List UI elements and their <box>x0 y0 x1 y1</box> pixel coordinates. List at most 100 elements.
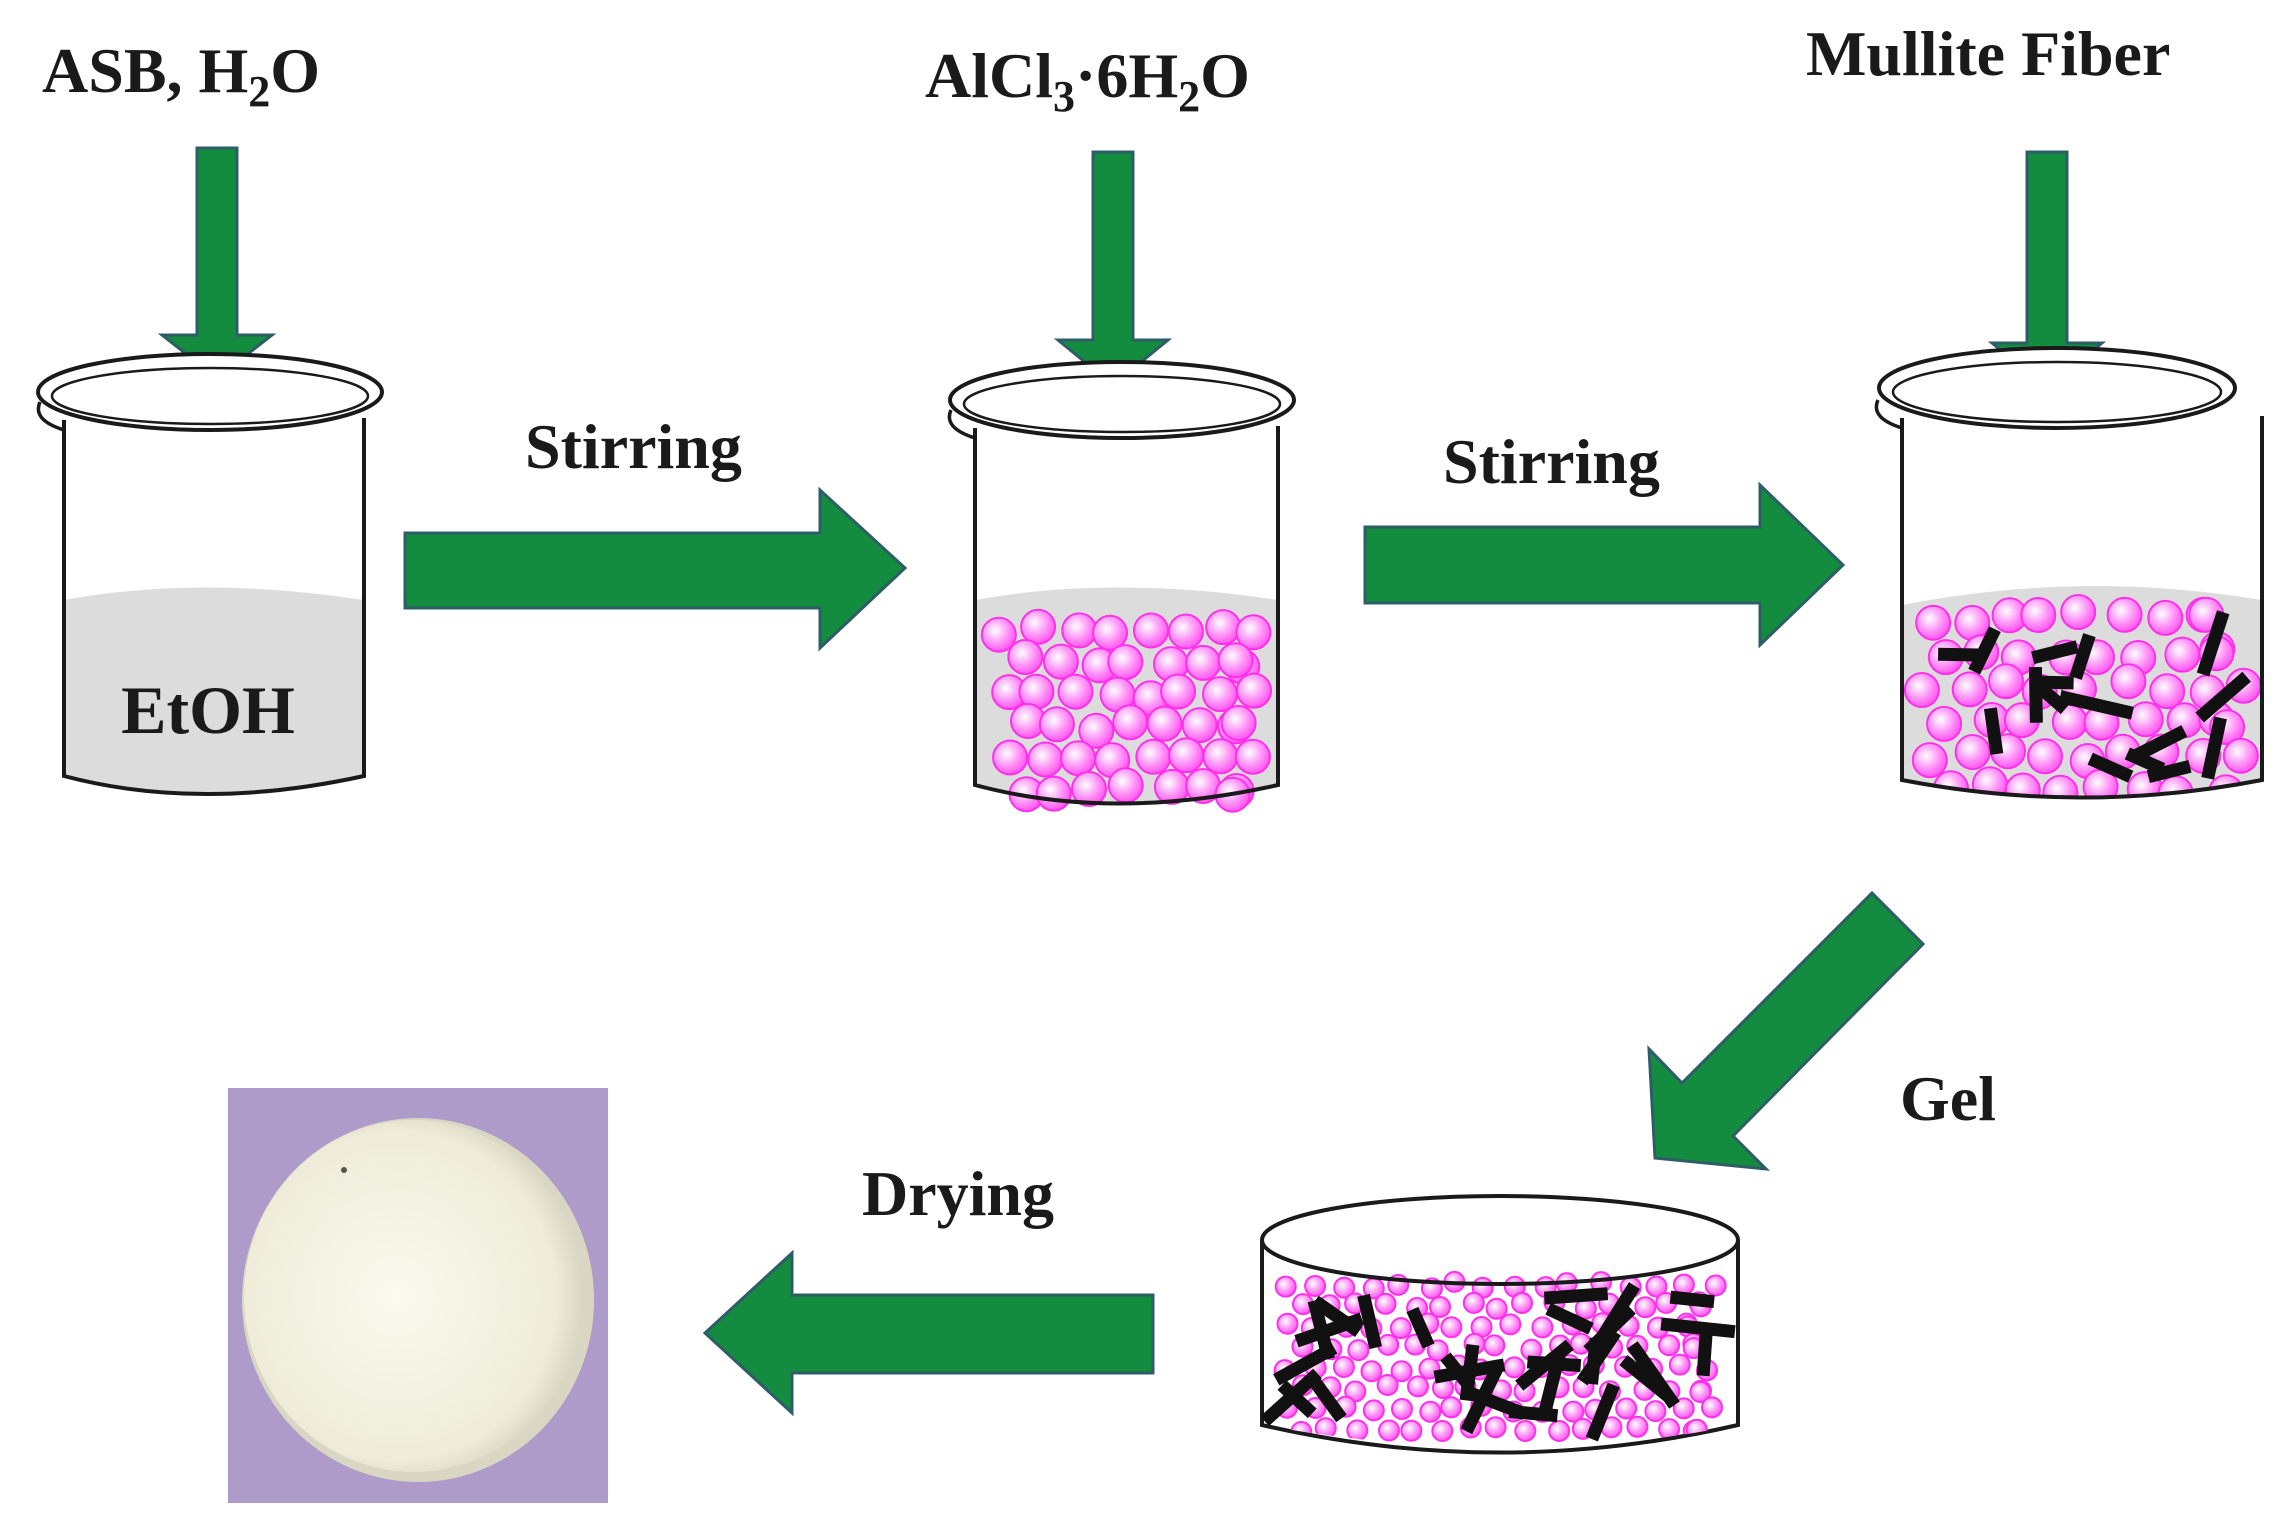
gel-particle <box>1626 1415 1649 1438</box>
mullite-fiber-rod <box>2195 671 2251 723</box>
fiber-sol-particle <box>2042 774 2079 798</box>
gel-fiber-rod <box>1357 1293 1382 1350</box>
sol-particle <box>1007 639 1044 675</box>
gel-particle <box>1378 1419 1400 1442</box>
down-arrow-2 <box>1053 150 1173 387</box>
gel-particle <box>1704 1274 1727 1297</box>
gel-fiber-rod <box>1308 1376 1347 1423</box>
sol-particle <box>1038 706 1075 743</box>
beaker-sol <box>947 360 1296 813</box>
gel-particle <box>1391 1398 1413 1420</box>
gel-particle <box>1304 1275 1327 1297</box>
sol-particle <box>980 616 1017 653</box>
left-arrow-drying <box>702 1249 1155 1417</box>
sol-particle <box>1020 608 1057 645</box>
sol-particle <box>1167 613 1204 650</box>
gel-particle <box>1672 1397 1695 1420</box>
fiber-sol-particle <box>2004 772 2041 798</box>
gel-particle <box>1562 1400 1585 1423</box>
gel-particle <box>1689 1381 1712 1403</box>
mullite-fiber-rod <box>2036 675 2074 690</box>
mullite-fiber-rod <box>2087 752 2134 783</box>
fiber-sol-particle <box>1988 663 2024 700</box>
down-arrow-1 <box>157 146 277 380</box>
mullite-fiber-rod <box>2133 725 2188 762</box>
sol-particle <box>1217 642 1254 679</box>
drying-label: Drying <box>862 1158 1054 1229</box>
fiber-sol-particle <box>2208 774 2245 798</box>
sol-particle <box>1220 705 1257 741</box>
fiber-sol-particle <box>1926 705 1963 742</box>
sol-particle <box>1057 673 1094 710</box>
right-arrow-2 <box>1363 481 1846 649</box>
sol-particle <box>1235 614 1272 651</box>
gel-particle <box>1462 1291 1485 1314</box>
fiber-sol-particle <box>1915 604 1952 641</box>
mullite-fiber-rod <box>2146 760 2192 784</box>
gel-particle <box>1483 1334 1506 1357</box>
gel-particle <box>1668 1353 1691 1376</box>
dried-disc <box>244 1120 584 1472</box>
gel-particle <box>1332 1356 1355 1378</box>
gel-fiber-rod <box>1440 1352 1476 1392</box>
beaker-fiber-sol <box>1874 346 2264 800</box>
sol-particle <box>1071 771 1107 807</box>
fiber-sol-particle <box>1903 672 1940 708</box>
gel-particle <box>1347 1339 1370 1362</box>
gel-particle <box>1548 1420 1571 1442</box>
sol-particle <box>1168 737 1205 774</box>
sol-particle <box>1061 612 1098 649</box>
gel-particle <box>1431 1420 1454 1442</box>
sol-particle <box>1133 612 1169 649</box>
gel-dish <box>1260 1194 1740 1455</box>
gel-particle <box>1485 1297 1508 1320</box>
stirring-label-1: Stirring <box>525 411 742 482</box>
gel-fiber-rod <box>1583 1304 1636 1356</box>
gel-particle <box>1429 1296 1451 1318</box>
gel-particle <box>1615 1397 1638 1420</box>
gel-particle <box>1426 1339 1449 1362</box>
gel-particle <box>1531 1316 1554 1339</box>
gel-particle <box>1407 1375 1429 1398</box>
gel-particle <box>1440 1316 1463 1339</box>
mullite-fiber-rod <box>2058 690 2134 720</box>
fiber-sol-particle <box>1911 742 1948 779</box>
fiber-sol-particle <box>2127 701 2164 738</box>
mullite-fiber-rod <box>2196 610 2230 677</box>
sol-particle <box>1027 741 1064 778</box>
mullite-fiber-rod <box>2201 716 2227 780</box>
asb-water-label: ASB, H2O <box>42 35 320 116</box>
gel-fiber-rod <box>1508 1405 1559 1423</box>
right-arrow-1 <box>403 486 908 652</box>
fiber-sol-particle <box>2027 738 2063 775</box>
fiber-sol-particle <box>2106 596 2143 633</box>
sol-particle <box>1202 676 1238 713</box>
gel-particle <box>1503 1356 1526 1379</box>
sol-particle <box>1107 644 1144 681</box>
fiber-sol-particle <box>2147 599 2184 636</box>
diagonal-arrow <box>1647 890 1926 1171</box>
sol-particle <box>1135 738 1172 775</box>
fiber-sol-particle <box>2149 673 2186 710</box>
gel-particle <box>1499 1313 1522 1336</box>
fiber-sol-particles <box>1903 594 2262 798</box>
fiber-sol-particle <box>2020 597 2057 633</box>
gel-particle <box>1376 1374 1399 1396</box>
gel-fiber-rod <box>1696 1327 1713 1377</box>
gel-particle <box>1419 1400 1442 1423</box>
gel-particle <box>1389 1317 1412 1340</box>
mullite-fiber-label: Mullite Fiber <box>1806 18 2170 89</box>
sol-particle <box>1060 740 1097 777</box>
sol-particle <box>1042 643 1079 680</box>
gel-fiber-rod <box>1660 1317 1736 1339</box>
ethanol-label: EtOH <box>121 672 295 748</box>
gel-fiber-rod <box>1307 1299 1335 1361</box>
sol-particle <box>1205 609 1242 646</box>
gel-fiber-rod <box>1526 1355 1582 1373</box>
gel-particle <box>1645 1275 1668 1298</box>
fiber-sol-fibers <box>1937 610 2251 784</box>
fiber-sol-particle <box>2222 737 2259 774</box>
gel-particle <box>1484 1416 1507 1439</box>
gel-fibers <box>1262 1282 1736 1442</box>
